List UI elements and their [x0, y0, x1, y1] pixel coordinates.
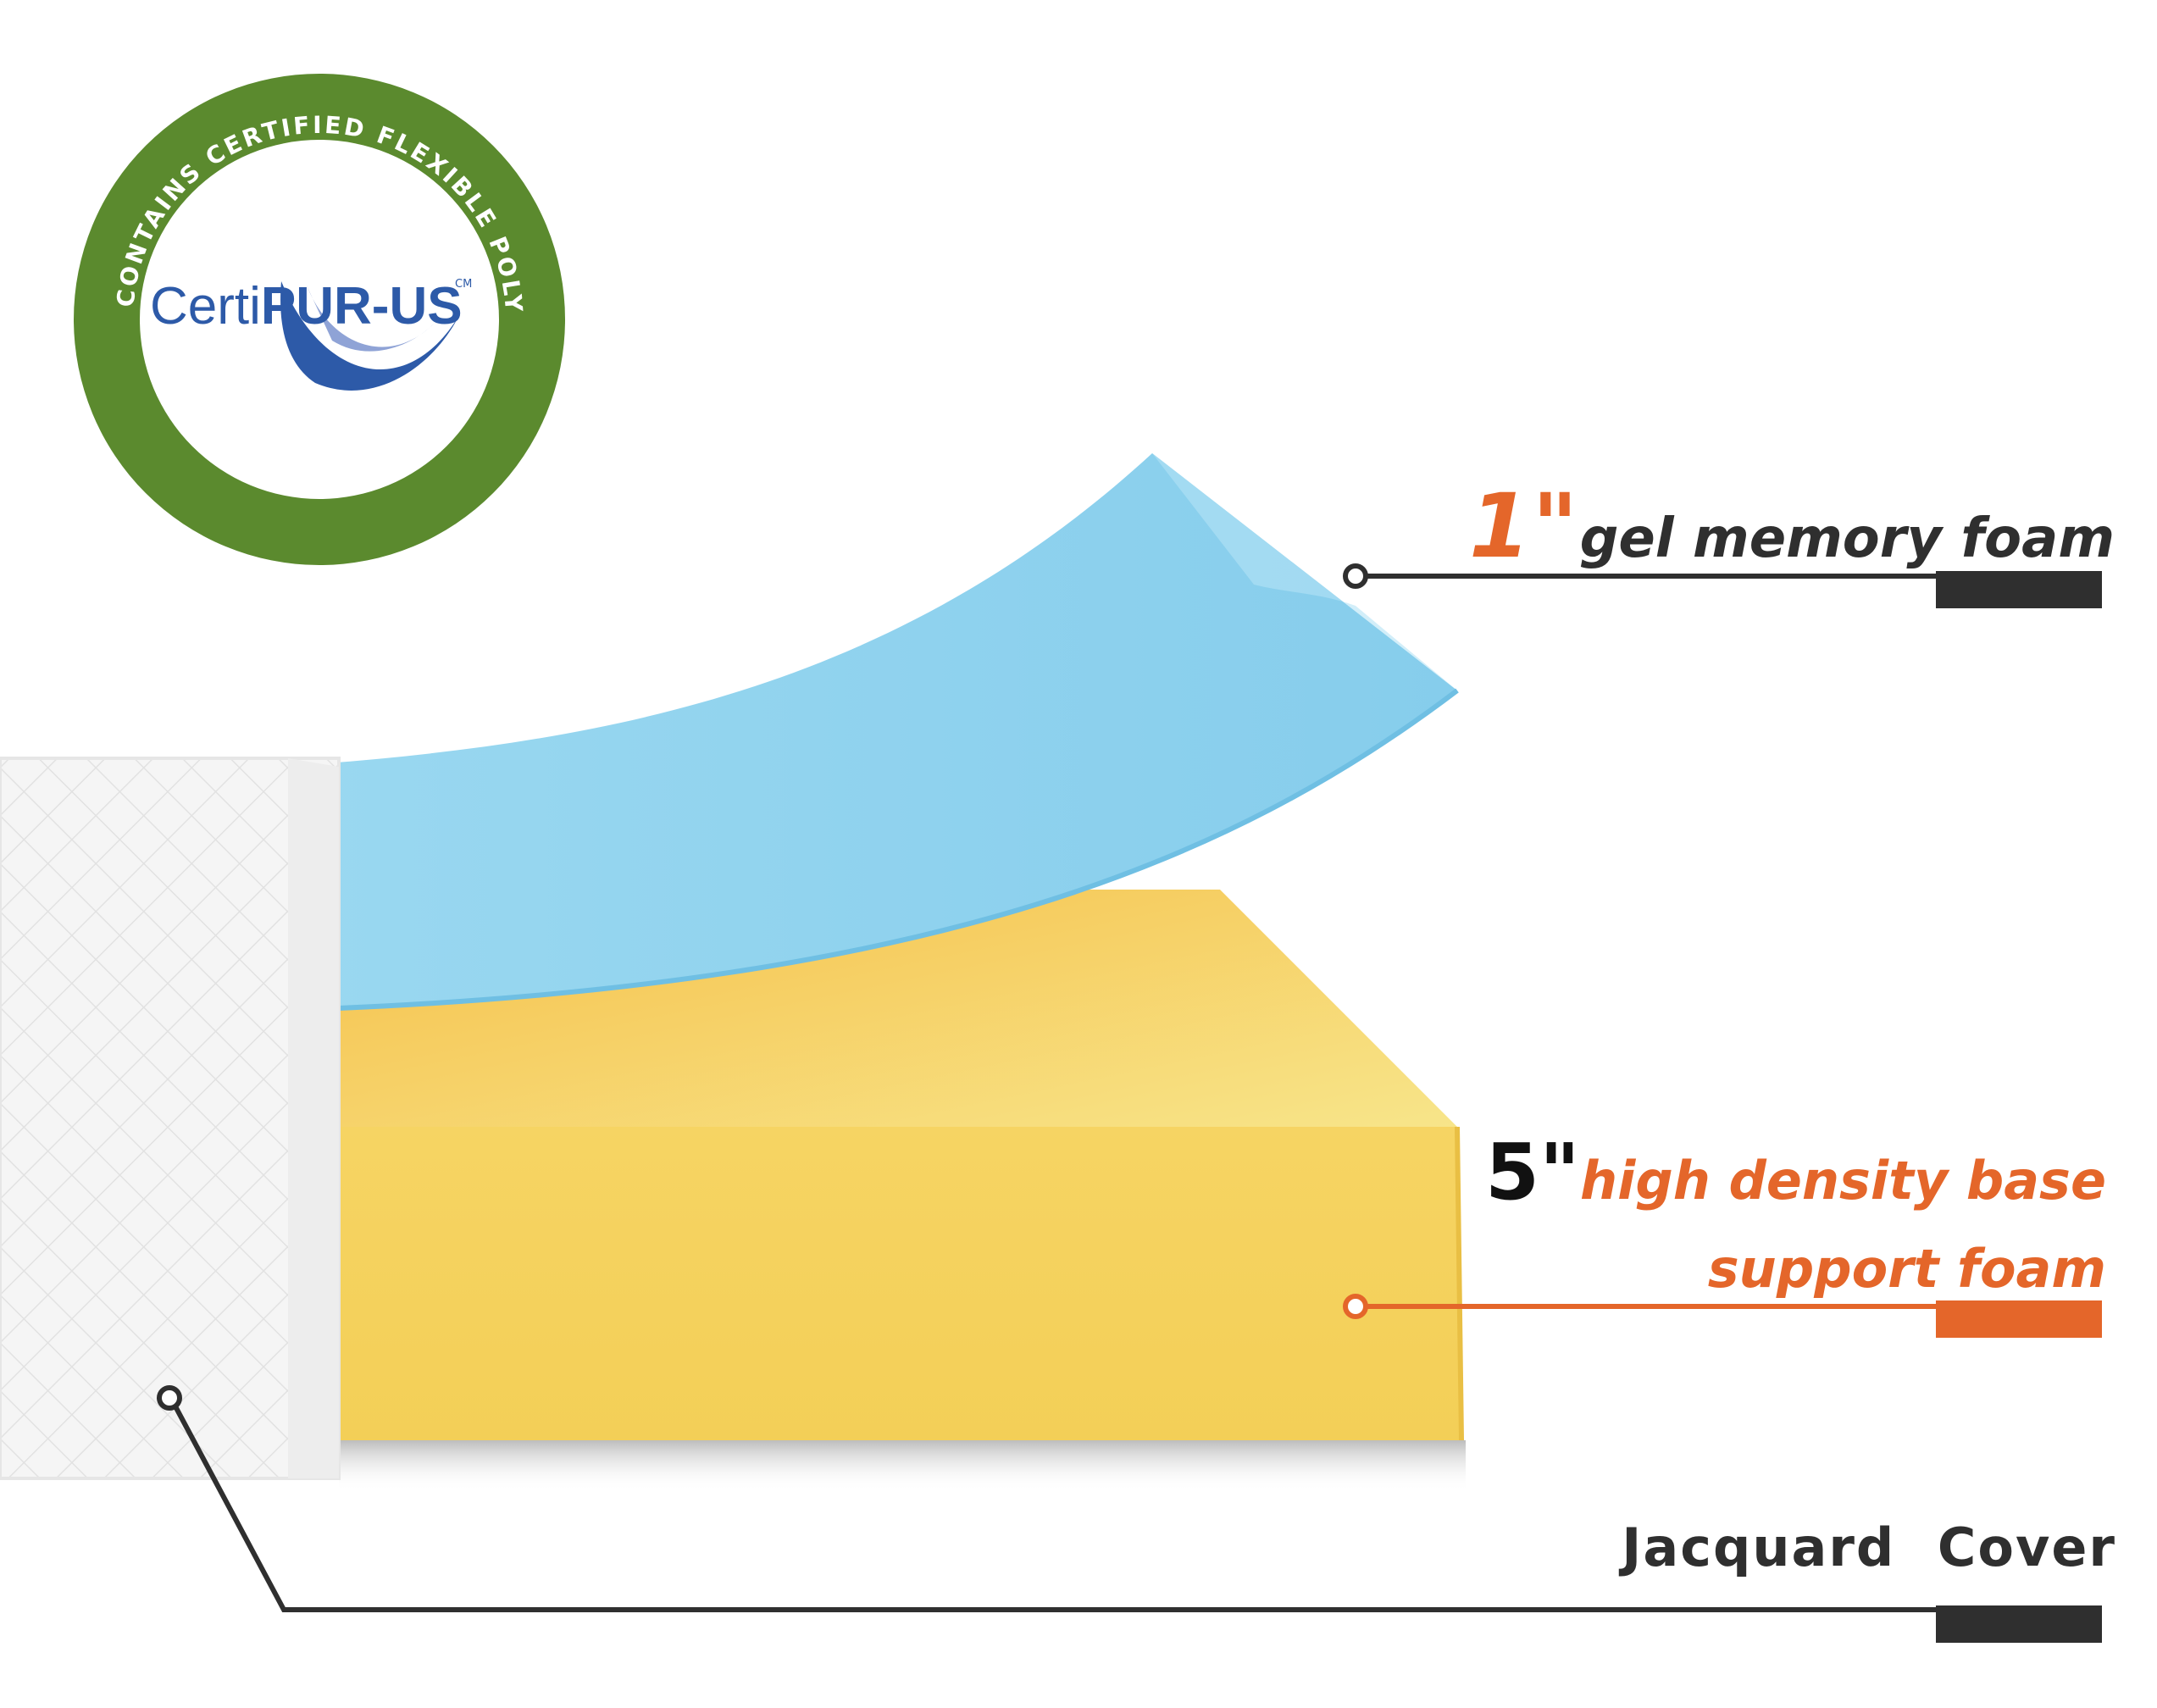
gel-label-bar	[1936, 571, 2102, 608]
base-thickness: 5"	[1485, 1127, 1580, 1217]
base-label-bar	[1936, 1300, 2102, 1338]
base-shadow	[339, 1440, 1466, 1491]
certipur-us-seal: CONTAINS CERTIFIED FLEXIBLE POLYURETHANE…	[69, 69, 565, 565]
swoosh-icon	[280, 281, 459, 391]
cover-leader-line	[157, 1385, 2102, 1612]
gel-layer-label: 1"gel memory foam	[1469, 474, 2115, 578]
gel-thickness: 1"	[1469, 474, 1580, 578]
jacquard-cover-block	[0, 758, 339, 1478]
gel-layer-name: gel memory foam	[1579, 507, 2115, 570]
cover-label-bar	[1936, 1605, 2102, 1643]
base-layer-name-line1: high density base	[1579, 1150, 2106, 1212]
certipur-logo-text: CertiPUR-US	[150, 277, 463, 336]
gel-foam-top	[280, 453, 1457, 1008]
base-layer-label: 5"high density base support foam	[1485, 1134, 2106, 1306]
base-foam-front	[339, 1127, 1461, 1440]
base-layer-name-line2: support foam	[1707, 1238, 2106, 1300]
logo-mark: CM	[455, 278, 472, 291]
cover-layer-label: Jacquard Cover	[1622, 1517, 2116, 1578]
